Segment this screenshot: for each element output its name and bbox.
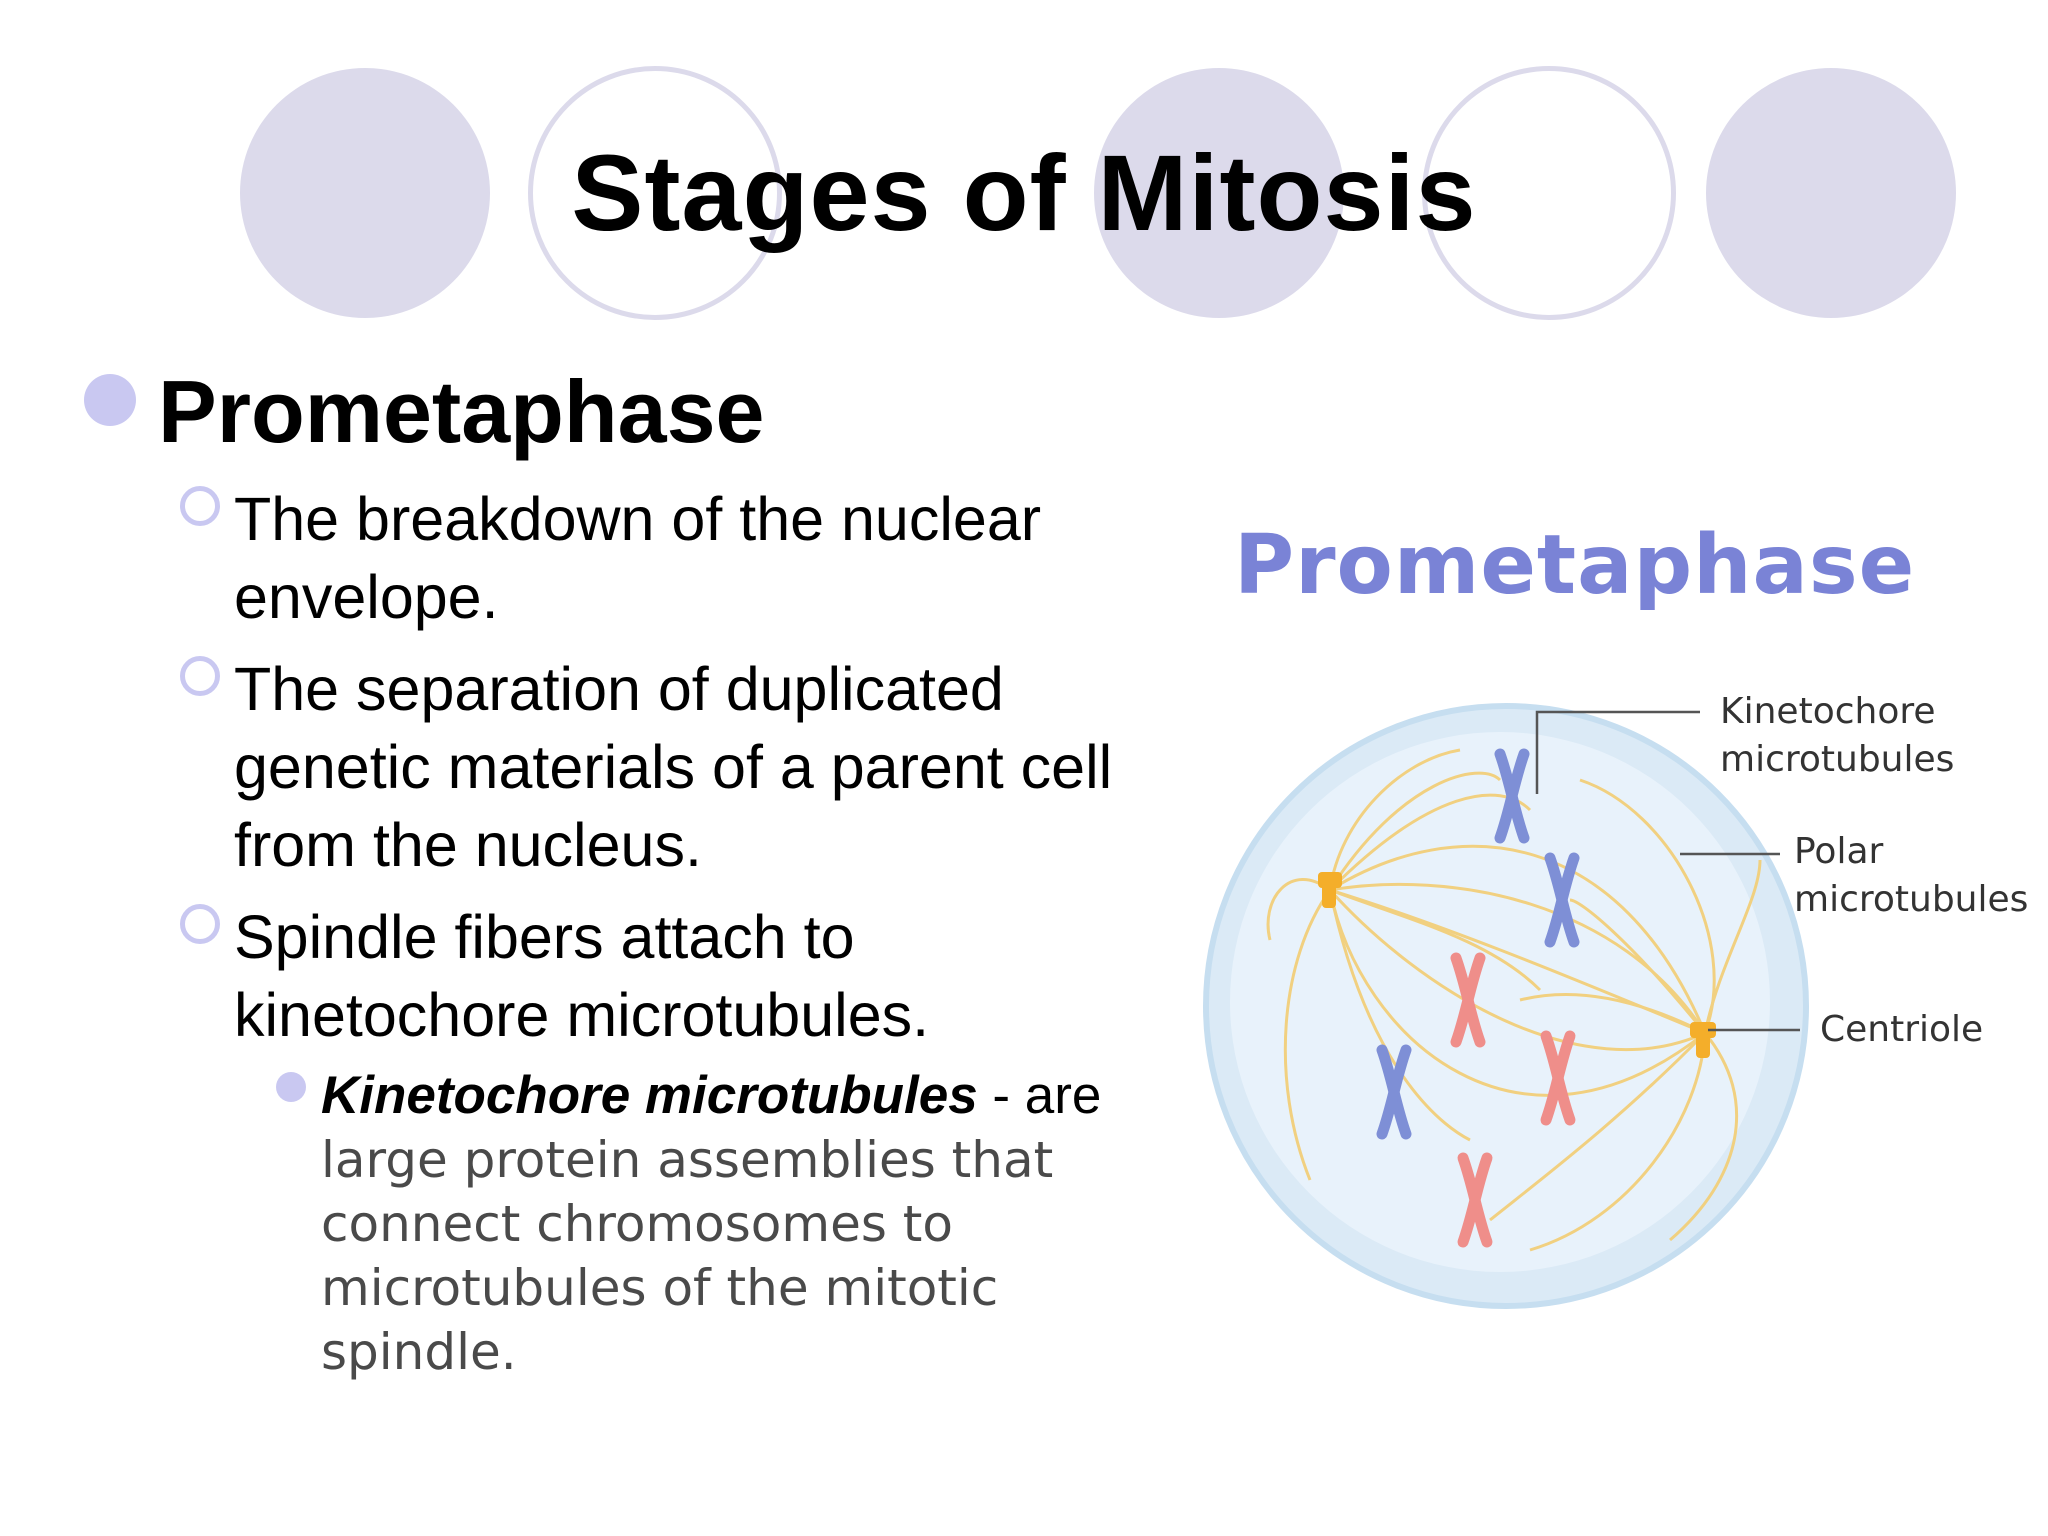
decor-circle-1 <box>240 68 490 318</box>
label-polar-line1: Polar <box>1794 831 1884 872</box>
label-polar-microtubules: Polar microtubules <box>1794 828 2028 924</box>
label-centriole: Centriole <box>1820 1009 1984 1050</box>
leader-kinetochore <box>1535 710 1700 794</box>
centriole-left <box>1318 872 1342 908</box>
definition-connector: - are <box>977 1066 1102 1125</box>
ring-bullet <box>180 486 220 526</box>
sub-bullet-dot <box>276 1072 306 1102</box>
definition-description: large protein assemblies that connect ch… <box>321 1131 1054 1381</box>
topic-heading: Prometaphase <box>158 362 765 461</box>
point-genetic-separation: The separation of duplicated genetic mat… <box>234 655 1113 879</box>
decor-circle-2 <box>1094 68 1344 318</box>
kinetochore-definition: Kinetochore microtubules - are large pro… <box>321 1064 1181 1384</box>
ring-bullet <box>180 904 220 944</box>
decor-ring-2 <box>1422 66 1676 320</box>
label-kinetochore-line2: microtubules <box>1720 739 1955 780</box>
centriole-right <box>1690 1022 1716 1058</box>
label-polar-line2: microtubules <box>1794 879 2029 920</box>
label-kinetochore-line1: Kinetochore <box>1720 691 1936 732</box>
slide-title: Stages of Mitosis <box>571 132 1477 253</box>
label-kinetochore-microtubules: Kinetochore microtubules <box>1720 688 1954 784</box>
decor-ring-1 <box>528 66 782 320</box>
prometaphase-diagram <box>1203 703 1809 1309</box>
decor-circle-3 <box>1706 68 1956 318</box>
ring-bullet <box>180 656 220 696</box>
bullet-dot <box>84 374 136 426</box>
spindle-fibers <box>1266 748 1762 1252</box>
cell-inner <box>1230 732 1770 1272</box>
definition-term: Kinetochore microtubules <box>321 1066 978 1125</box>
diagram-title: Prometaphase <box>1234 518 1916 613</box>
point-nuclear-envelope: The breakdown of the nuclear envelope. <box>234 485 1042 631</box>
point-spindle-fibers: Spindle fibers attach to kinetochore mic… <box>234 903 930 1049</box>
